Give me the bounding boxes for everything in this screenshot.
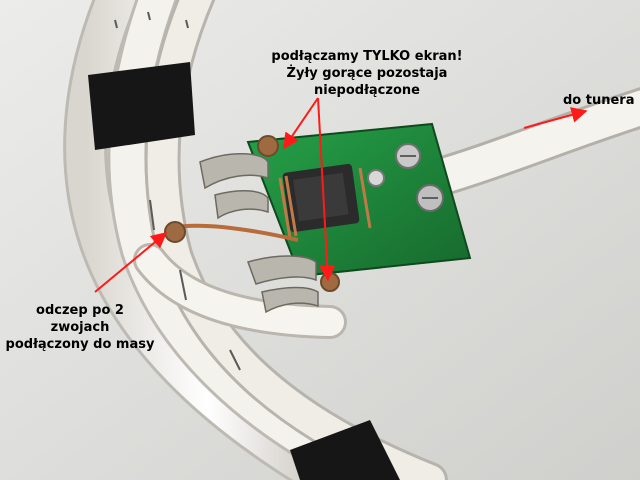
solder-joint-bottom bbox=[320, 272, 340, 292]
arrow-to-tuner bbox=[523, 107, 588, 129]
note-shield-line-3: niepodłączone bbox=[314, 83, 420, 98]
spade-lugs bbox=[199, 153, 319, 314]
note-ground-line-1: odczep po 2 zwojach bbox=[36, 303, 124, 335]
note-ground-tap: odczep po 2 zwojach podłączony do masy bbox=[5, 302, 155, 353]
cable-print bbox=[114, 11, 241, 371]
note-to-tuner-text: do tunera bbox=[563, 93, 635, 108]
annotation-arrows bbox=[94, 97, 588, 293]
arrow-to-bottom-joint bbox=[317, 97, 336, 282]
note-shield-only: podłączamy TYLKO ekran! Żyły gorące pozo… bbox=[262, 48, 472, 99]
tape-lower bbox=[290, 420, 400, 480]
note-ground-line-2: podłączony do masy bbox=[5, 337, 155, 352]
terminal-screws bbox=[367, 143, 444, 212]
note-shield-line-1: podłączamy TYLKO ekran! bbox=[271, 49, 463, 64]
arrow-to-top-joint bbox=[283, 97, 319, 150]
solder-joint-tap bbox=[164, 221, 186, 243]
arrow-to-tap bbox=[94, 231, 168, 293]
balun-transformer bbox=[278, 163, 372, 239]
solder-joint-top bbox=[257, 135, 279, 157]
tape-upper bbox=[88, 62, 195, 150]
note-to-tuner: do tunera bbox=[563, 92, 635, 109]
note-shield-line-2: Żyły gorące pozostaja bbox=[286, 66, 448, 81]
